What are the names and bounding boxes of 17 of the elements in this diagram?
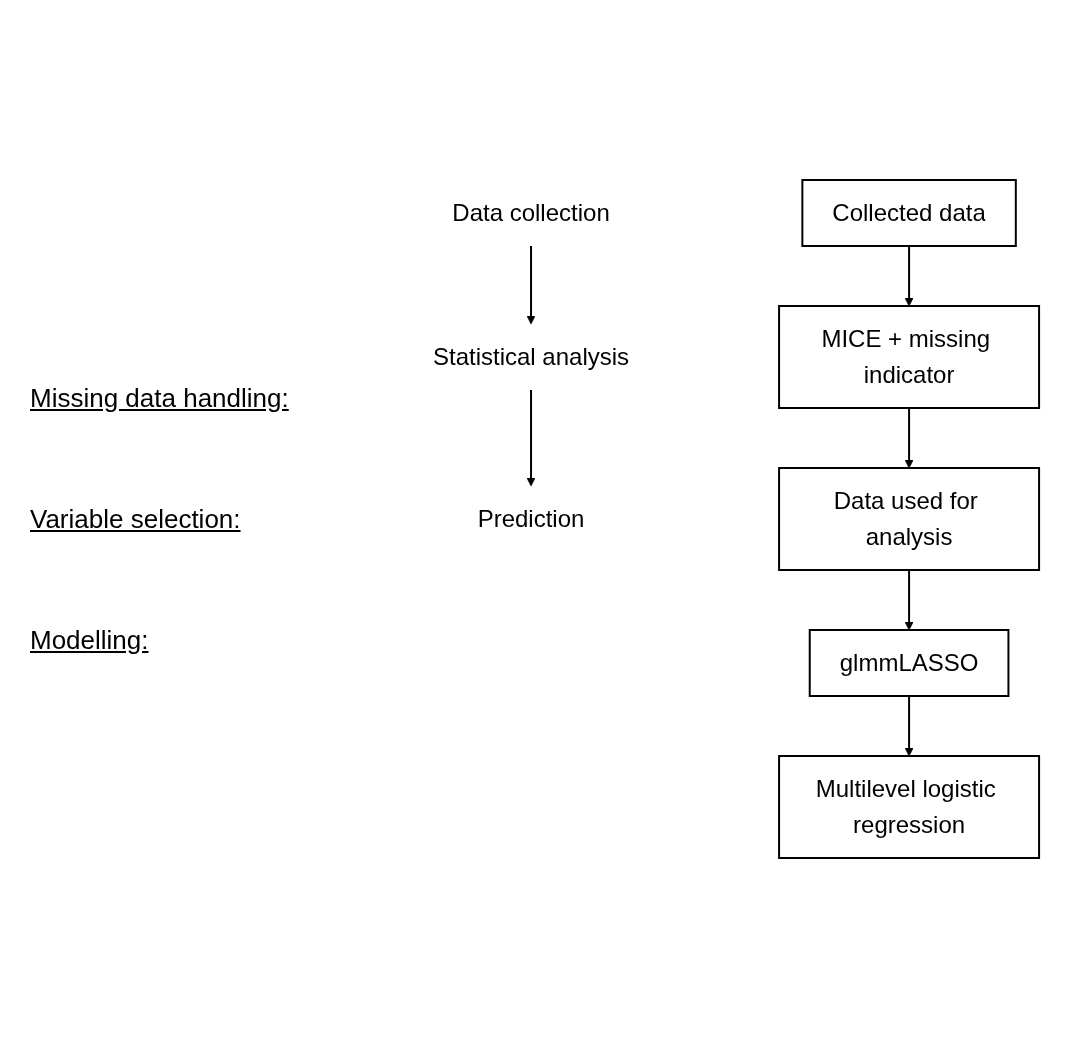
node-box: MICE + missing indicator xyxy=(778,305,1041,409)
node-box: Multilevel logistic regression xyxy=(778,755,1041,859)
arrow xyxy=(905,407,914,469)
arrow xyxy=(905,245,914,307)
node-box: glmmLASSO xyxy=(809,629,1010,697)
section-heading: Modelling: xyxy=(30,624,150,656)
arrow xyxy=(905,569,914,631)
arrow xyxy=(527,245,536,325)
node-text: Prediction xyxy=(478,505,585,532)
node-text: Data collection xyxy=(452,199,611,226)
section-heading: Variable selection: xyxy=(30,503,242,535)
node-box: Collected data xyxy=(801,179,1018,247)
arrow xyxy=(905,695,914,757)
arrow xyxy=(527,389,536,487)
node-text: Statistical analysis xyxy=(433,343,630,370)
node-box: Data used for analysis xyxy=(778,467,1041,571)
section-heading: Missing data handling: xyxy=(30,382,290,414)
